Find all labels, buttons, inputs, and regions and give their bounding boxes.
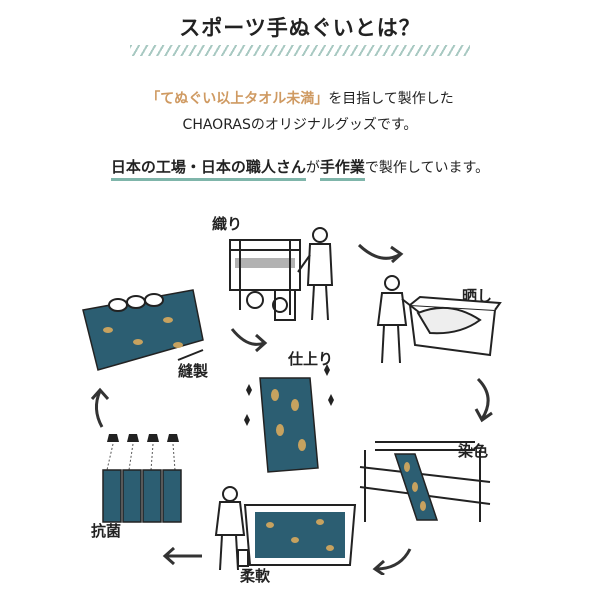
arrow-dyeing-to-softening [372, 548, 412, 575]
dyeing-machine-illustration [359, 441, 491, 522]
arrow-bleaching-to-dyeing [474, 377, 493, 423]
intro-line-3-rest: で製作しています。 [364, 160, 490, 176]
page-title: スポーツ手ぬぐいとは？ [179, 16, 421, 40]
craft-phrase: 日本の工場・日本の職人さん [110, 158, 306, 181]
arrow-antibacterial-to-sewing [90, 387, 110, 428]
intro-line-1-rest: を目指して製作した [328, 91, 454, 107]
weaving-loom-illustration [229, 227, 334, 321]
step-label-weaving: 織り [212, 215, 243, 233]
softening-tub-illustration [214, 486, 357, 571]
step-label-antibacterial: 抗菌 [91, 522, 122, 540]
finished-towel-illustration [244, 364, 334, 473]
handmade-phrase: 手作業 [319, 158, 365, 181]
sewing-hands-illustration [82, 289, 204, 371]
intro-line-2: CHAORASのオリジナルグッズです。 [182, 117, 418, 133]
antibacterial-spray-illustration [102, 434, 182, 523]
arrow-softening-to-antibacterial [162, 546, 202, 566]
arrow-weaving-to-bleaching [357, 243, 404, 264]
intro-highlight: 「てぬぐい以上タオル未満」 [146, 91, 329, 107]
arrow-sewing-to-finishing [230, 328, 268, 353]
intro-line-1: 「てぬぐい以上タオル未満」を目指して製作した [0, 88, 600, 108]
intro-line-3: 日本の工場・日本の職人さんが手作業で製作しています。 [0, 156, 600, 181]
particle: が [305, 160, 320, 176]
title-hatch-divider [130, 45, 470, 56]
step-label-sewing: 縫製 [178, 362, 209, 380]
step-label-softening: 柔軟 [240, 567, 271, 585]
step-label-finishing: 仕上り [288, 350, 334, 368]
bleaching-tank-illustration [376, 275, 502, 364]
